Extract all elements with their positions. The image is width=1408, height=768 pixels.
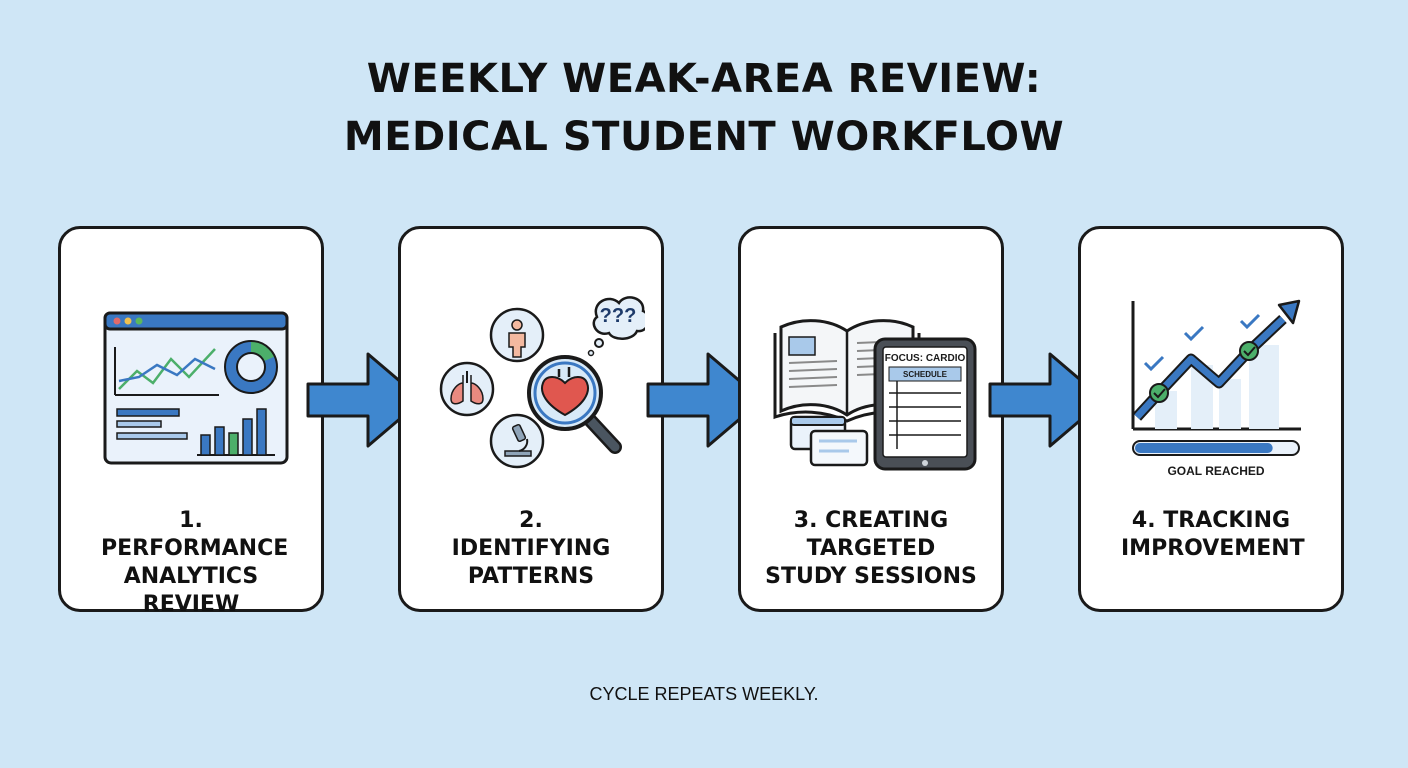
step-label-2: 2. IDENTIFYING PATTERNS (451, 508, 611, 589)
arrow-right-icon (646, 352, 764, 448)
tablet-schedule-label: SCHEDULE (903, 370, 948, 379)
step-card-4: GOAL REACHED 4. TRACKING IMPROVEMENT (1078, 226, 1344, 612)
footer-note: CYCLE REPEATS WEEKLY. (589, 684, 819, 704)
magnifier-heart-icon: ??? (439, 296, 645, 469)
step-label-1: 1. PERFORMANCE ANALYTICS REVIEW (101, 508, 289, 617)
progress-bar-fill (1135, 443, 1273, 453)
book-tablet-icon: FOCUS: CARDIO SCHEDULE (773, 319, 977, 471)
goal-reached-caption: GOAL REACHED (1167, 464, 1264, 478)
progress-chart-icon: GOAL REACHED (1131, 299, 1301, 478)
arrow-right-icon (988, 352, 1106, 448)
step-card-1: 1. PERFORMANCE ANALYTICS REVIEW (58, 226, 324, 617)
step-card-3: FOCUS: CARDIO SCHEDULE 3. CREATING TARGE… (738, 226, 1004, 612)
page-title: WEEKLY WEAK-AREA REVIEW: MEDICAL STUDENT… (0, 50, 1408, 166)
step-card-2: ??? 2. IDENTIFYING PATTERNS (398, 226, 664, 612)
analytics-dashboard-icon (103, 311, 289, 465)
title-line-1: WEEKLY WEAK-AREA REVIEW: (366, 56, 1042, 102)
step-label-3: 3. CREATING TARGETED STUDY SESSIONS (765, 508, 977, 589)
thought-question-marks: ??? (600, 305, 637, 327)
title-line-2: MEDICAL STUDENT WORKFLOW (343, 114, 1065, 160)
arrow-right-icon (306, 352, 424, 448)
tablet-focus-heading: FOCUS: CARDIO (885, 353, 966, 364)
step-label-4: 4. TRACKING IMPROVEMENT (1121, 508, 1305, 561)
